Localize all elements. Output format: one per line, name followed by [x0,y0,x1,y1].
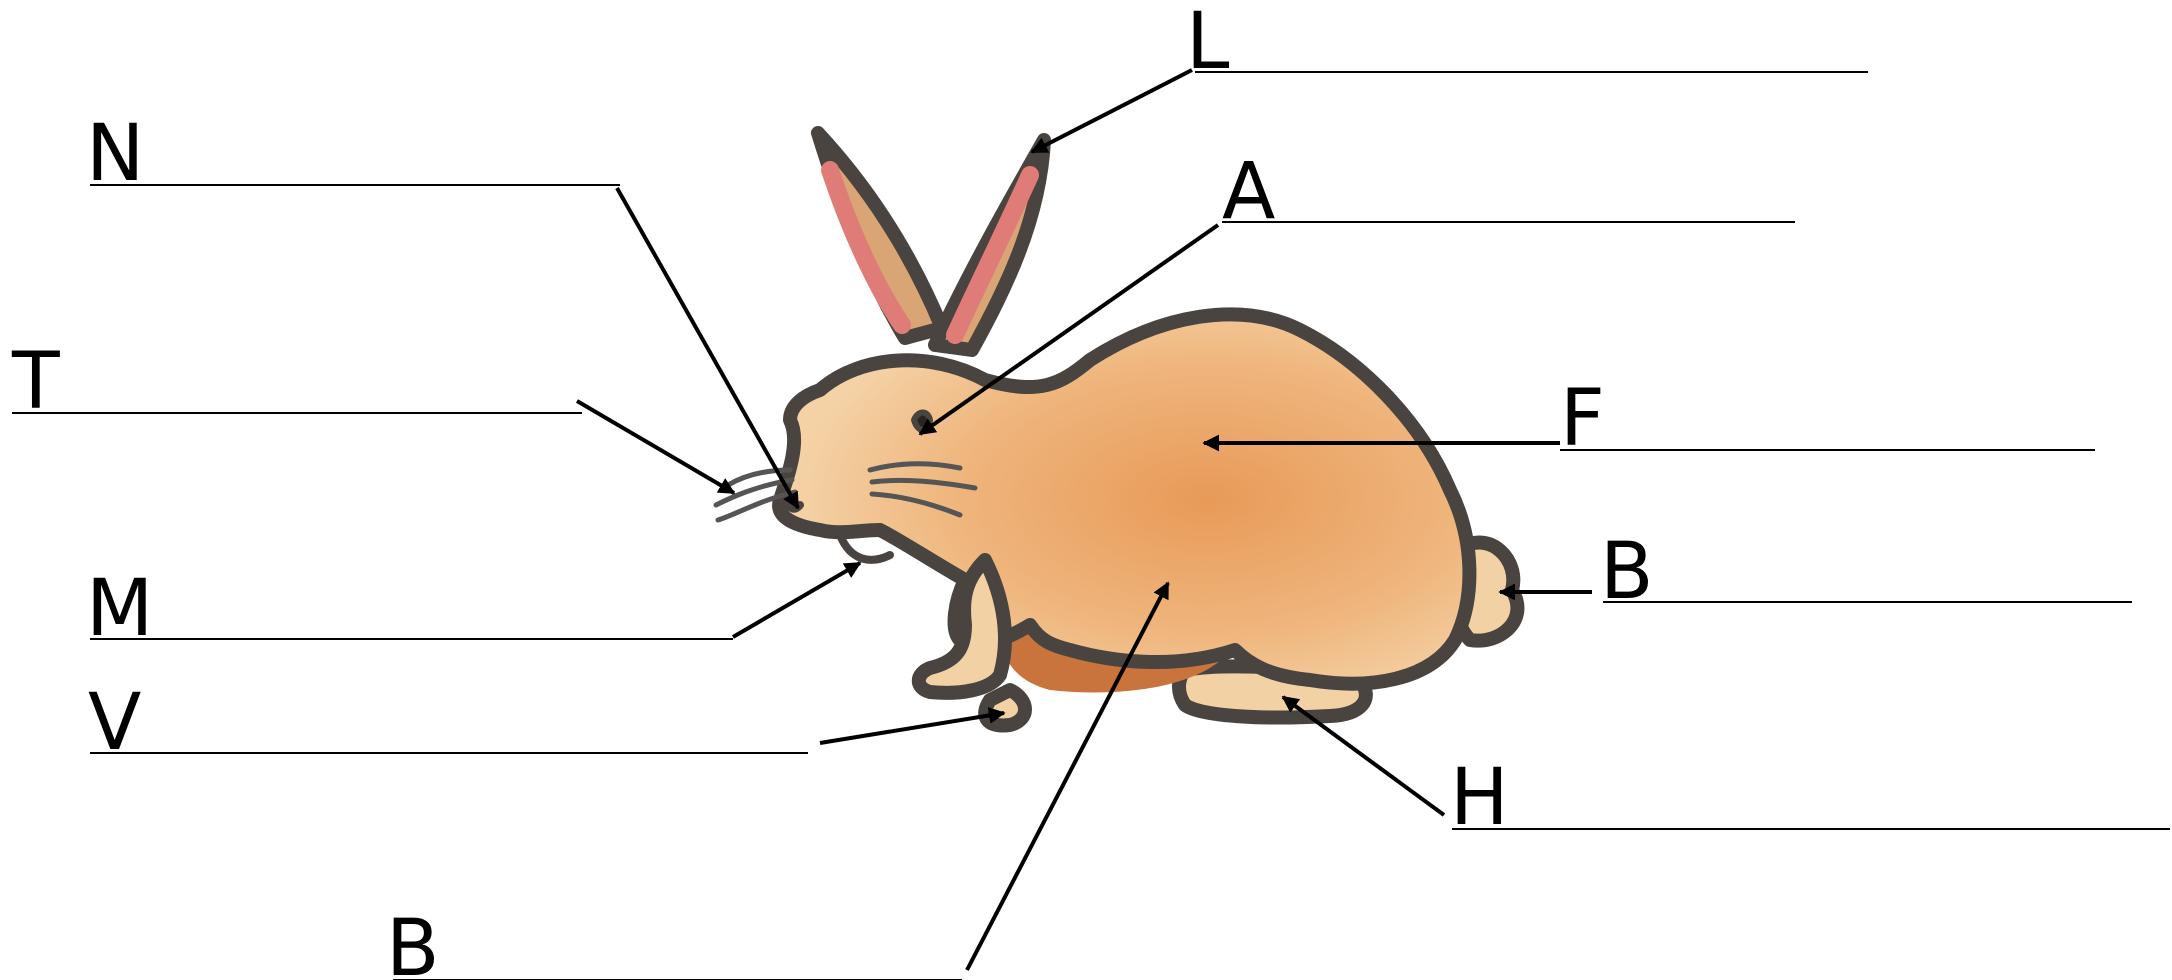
arrow-V [819,707,1006,745]
label-front-paw: V [88,678,141,768]
arrow-A [918,223,1220,436]
labels: L N A T F B M V H B [11,0,1654,980]
rabbit-illustration [772,126,1525,733]
label-whiskers: T [11,337,60,427]
leader-lines [12,68,2170,980]
label-tail: B [1600,527,1654,617]
label-leg: B [386,904,440,980]
label-hind-paw: H [1450,753,1509,843]
front-paw [978,683,1032,733]
label-eye: A [1222,147,1275,237]
arrow-B-leg [965,581,1170,971]
body [772,307,1477,691]
arrow-M [731,561,862,639]
label-mouth: M [86,564,153,654]
left-ear [811,126,949,345]
front-leg [911,553,1012,700]
rabbit-mouth [836,531,894,564]
right-ear-inner [946,166,1039,344]
left-ear-inner [821,161,911,334]
arrow-L [1030,68,1193,154]
arrow-N [615,187,800,510]
label-nose: N [86,109,144,199]
arrow-T [575,399,736,495]
label-fur: F [1560,374,1605,464]
arrow-H [1281,695,1446,817]
label-ears: L [1186,0,1230,87]
